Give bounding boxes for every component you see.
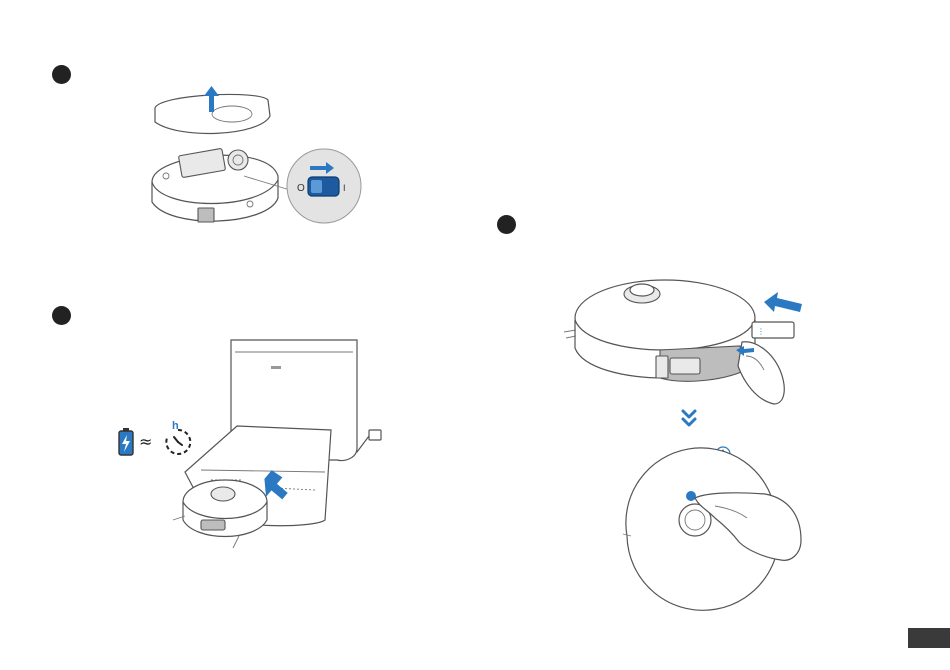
left-arrow-icon	[764, 292, 802, 312]
press-button	[686, 491, 696, 501]
hour-label: h	[172, 420, 179, 432]
power-switch-zoom: O I	[287, 149, 361, 223]
approx-symbol: ≈	[139, 432, 152, 451]
step-marker-3	[497, 215, 516, 234]
water-tank-figure: ⋮	[560, 270, 810, 410]
switch-off-label: O	[297, 183, 305, 194]
step-marker-2	[52, 306, 71, 325]
robot-top-press-figure	[615, 470, 815, 620]
page-tab	[908, 628, 950, 648]
switch-on-label: I	[343, 183, 346, 193]
step-marker-1	[52, 65, 71, 84]
robot-underside-figure: O I	[140, 80, 370, 240]
power-plug-icon	[357, 430, 381, 452]
svg-text:⋮: ⋮	[757, 327, 765, 336]
double-chevron-down-icon	[680, 408, 698, 428]
battery-charging-icon	[118, 428, 134, 456]
